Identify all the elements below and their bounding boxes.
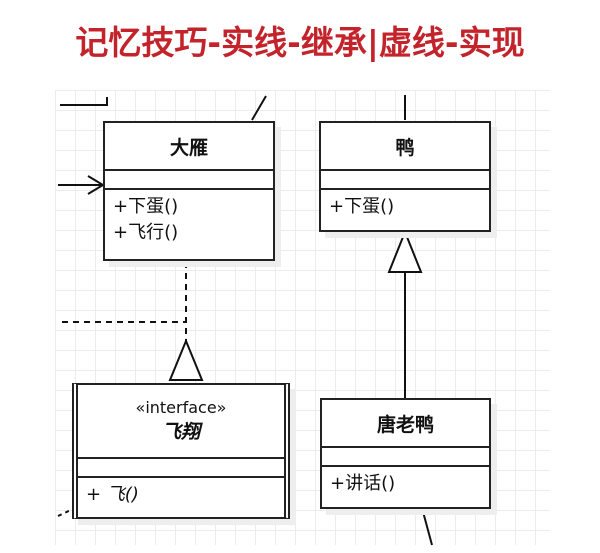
operations-section: +下蛋()	[321, 190, 489, 224]
class-ya[interactable]: 鸭 +下蛋()	[319, 121, 491, 232]
operation: +下蛋()	[113, 196, 179, 217]
attributes-section	[322, 448, 489, 467]
class-name: 唐老鸭	[322, 400, 489, 448]
operation: +下蛋()	[329, 196, 395, 217]
partial-box-edge	[60, 97, 108, 106]
operations-section: +讲话()	[322, 467, 489, 501]
attributes-section	[78, 459, 284, 478]
page-title: 记忆技巧-实线-继承|虚线-实现	[75, 23, 525, 62]
operation: + 飞()	[86, 484, 139, 505]
operations-section: + 飞()	[78, 478, 284, 512]
operation: +飞行()	[113, 222, 179, 243]
inheritance-triangle-icon	[387, 229, 423, 273]
association-bottom-line	[421, 507, 433, 546]
attributes-section	[321, 171, 489, 190]
class-dayan[interactable]: 大雁 +下蛋() +飞行()	[103, 121, 275, 261]
operations-section: +下蛋() +飞行()	[105, 190, 273, 250]
operation: +讲话()	[330, 473, 396, 494]
stereotype-label: «interface»	[135, 398, 227, 417]
interface-feixiang[interactable]: «interface» 飞翔 + 飞()	[72, 383, 290, 519]
class-tanglaoya[interactable]: 唐老鸭 +讲话()	[320, 398, 491, 509]
realization-triangle-icon	[168, 338, 204, 381]
class-name: 飞翔	[161, 421, 200, 443]
association-line	[251, 95, 267, 121]
dashed-link	[57, 508, 74, 517]
class-name: 鸭	[321, 123, 489, 171]
class-name: 大雁	[105, 123, 273, 171]
attributes-section	[105, 171, 273, 190]
